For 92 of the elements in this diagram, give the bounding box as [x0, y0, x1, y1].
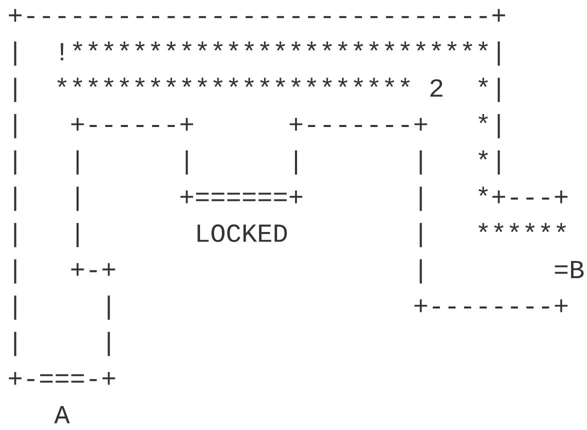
- ascii-text: *: [120, 78, 130, 87]
- ascii-text: *: [166, 41, 176, 51]
- ascii-text: *: [400, 41, 410, 51]
- ascii-text: *: [72, 41, 82, 51]
- ascii-text: *: [228, 78, 238, 87]
- ascii-text: |: [76, 186, 79, 211]
- ascii-text: *: [244, 78, 254, 87]
- ascii-text: *|: [478, 78, 500, 102]
- ascii-text: *|: [478, 114, 500, 138]
- ascii-text: *: [198, 41, 208, 51]
- ascii-text: *: [276, 78, 286, 87]
- ascii-text: *: [462, 41, 472, 51]
- ascii-text: |: [14, 41, 16, 66]
- ascii-text: *: [88, 41, 98, 51]
- ascii-text: |: [14, 114, 16, 138]
- ascii-text: +--------+: [414, 299, 568, 312]
- ascii-text: +------------------------------+: [8, 8, 506, 22]
- ascii-text: *: [322, 78, 332, 87]
- ascii-text: *: [556, 222, 566, 232]
- ascii-text: *: [540, 222, 550, 232]
- ascii-text: *: [416, 41, 426, 51]
- ascii-text: *: [338, 41, 348, 51]
- ascii-text: *: [478, 222, 488, 232]
- ascii-text: =B: [554, 260, 584, 278]
- ascii-text: |: [420, 186, 422, 211]
- ascii-text: *: [400, 78, 410, 87]
- ascii-text: *: [198, 78, 208, 87]
- ascii-text: |: [420, 259, 422, 284]
- ascii-text: *|: [478, 41, 500, 66]
- ascii-text: +-===-+: [8, 372, 116, 385]
- ascii-text: *: [104, 41, 114, 51]
- ascii-text: +======+: [180, 190, 302, 204]
- ascii-text: *: [354, 78, 364, 87]
- ascii-text: *: [260, 78, 270, 87]
- ascii-text: *: [182, 41, 192, 51]
- ascii-text: *: [384, 41, 394, 51]
- ascii-text: +------+: [71, 118, 194, 131]
- ascii-text: *: [369, 78, 379, 87]
- ascii-text: |: [420, 222, 422, 248]
- ascii-text: *: [150, 78, 160, 87]
- ascii-text: LOCKED: [198, 224, 287, 242]
- ascii-text: *: [213, 41, 223, 51]
- ascii-text: *: [447, 41, 457, 51]
- ascii-text: 2: [430, 79, 442, 97]
- ascii-text: *: [494, 222, 504, 232]
- ascii-text: *: [306, 78, 316, 87]
- ascii-text: *: [432, 41, 442, 51]
- ascii-text: |: [14, 296, 16, 320]
- ascii-text: |: [420, 150, 422, 175]
- ascii-text: *: [322, 41, 332, 51]
- ascii-text: *: [510, 222, 520, 232]
- ascii-text: |: [14, 186, 16, 211]
- ascii-text: |: [76, 150, 79, 175]
- ascii-text: |: [14, 259, 16, 284]
- ascii-text: *: [276, 41, 286, 51]
- ascii-text: *: [260, 41, 270, 51]
- ascii-text: *: [228, 41, 238, 51]
- ascii-text: *: [354, 41, 364, 51]
- ascii-text: *: [306, 41, 316, 51]
- ascii-text: *: [120, 41, 130, 51]
- ascii-text: *+---+: [478, 186, 568, 204]
- ascii-text: |: [108, 296, 110, 320]
- ascii-text: !: [60, 43, 64, 60]
- ascii-text: *: [244, 41, 254, 51]
- ascii-text: |: [108, 332, 110, 356]
- ascii-text: *: [150, 41, 160, 51]
- ascii-text: *: [369, 41, 379, 51]
- ascii-text: |: [186, 150, 188, 175]
- ascii-text: *: [88, 78, 98, 87]
- ascii-text: *|: [478, 150, 500, 175]
- ascii-text: *: [182, 78, 192, 87]
- ascii-text: *: [338, 78, 348, 87]
- ascii-text: |: [14, 222, 16, 248]
- ascii-text: |: [14, 332, 16, 356]
- ascii-text: +-+: [71, 263, 116, 276]
- ascii-text: *: [291, 78, 301, 87]
- ascii-text: A: [54, 406, 70, 424]
- ascii-text: *: [57, 78, 67, 87]
- ascii-text: |: [294, 150, 298, 175]
- ascii-text: *: [213, 78, 223, 87]
- ascii-text: *: [72, 78, 82, 87]
- ascii-text: |: [14, 150, 16, 175]
- ascii-text: *: [291, 41, 301, 51]
- ascii-text: |: [76, 222, 79, 248]
- ascii-text: |: [14, 78, 16, 102]
- ascii-text: *: [135, 41, 145, 51]
- ascii-text: *: [384, 78, 394, 87]
- ascii-text: *: [166, 78, 176, 87]
- ascii-text: *: [135, 78, 145, 87]
- ascii-text: +-------+: [290, 118, 428, 131]
- ascii-text: *: [525, 222, 535, 232]
- ascii-text: *: [104, 78, 114, 87]
